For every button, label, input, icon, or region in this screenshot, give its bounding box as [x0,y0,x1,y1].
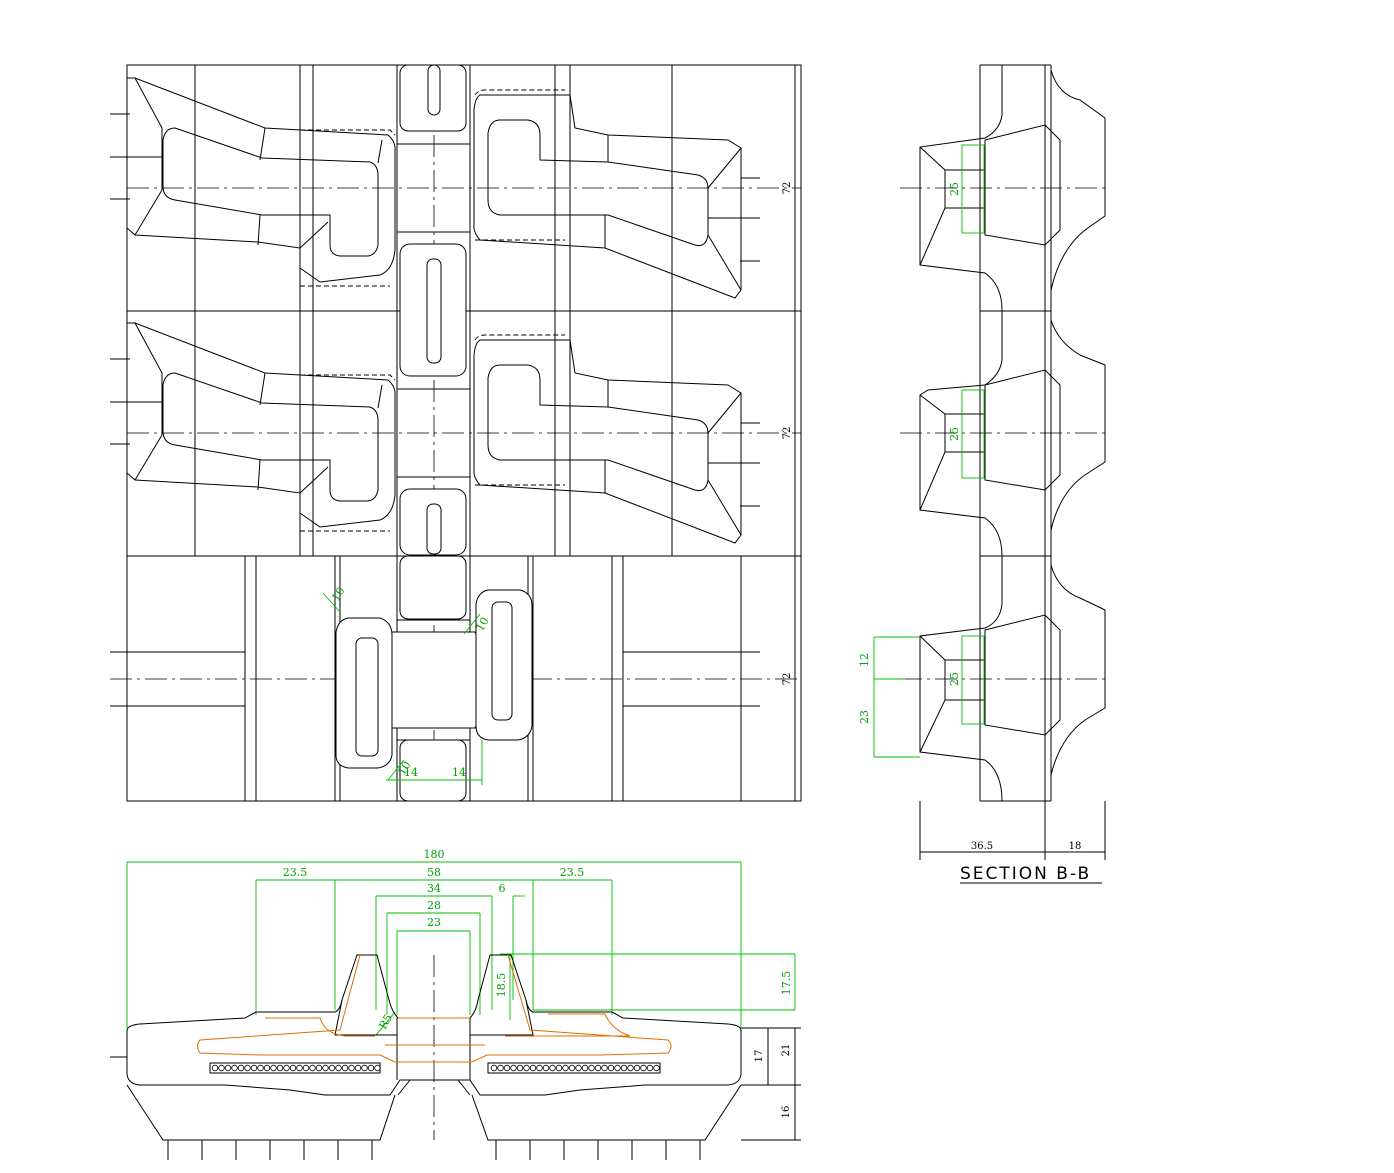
steel-cord [529,1064,537,1072]
guide-inner-23: 23 [427,916,441,929]
steel-cord [575,1064,582,1072]
steel-cord [588,1064,595,1072]
steel-cord [555,1064,563,1072]
steel-cord [503,1064,511,1072]
steel-cord [302,1064,310,1072]
dim-23: 23 [858,710,871,724]
steel-cord [536,1064,543,1072]
guide-height-3: 25 [948,672,961,686]
steel-cord [270,1064,277,1072]
steel-cord [607,1064,615,1072]
steel-cord [516,1064,524,1072]
guide-height-2: 25 [948,427,961,441]
radius-label-right: 10 [473,615,491,634]
steel-cord [354,1064,362,1072]
width-label-left: 14 [404,766,418,779]
steel-cord [374,1064,381,1072]
guide-height: 17.5 [780,971,793,996]
section-title: SECTION B-B [960,864,1091,884]
cross-section: 180 23.5 23.5 58 34 6 28 23 17.5 18.5 [110,848,801,1160]
steel-cord [581,1064,589,1072]
steel-cord [263,1064,271,1072]
steel-cord [322,1064,329,1072]
pitch-label-1: 72 [782,182,793,195]
steel-cord [653,1064,660,1072]
steel-cords-left [211,1064,381,1072]
dim-12: 12 [858,653,871,667]
steel-cord [218,1064,225,1072]
steel-cord [367,1064,375,1072]
body-17: 17 [754,1050,765,1063]
guide-height-1: 25 [948,182,961,196]
section-b-b: 25 25 25 12 23 36.5 18 SECTION B-B [858,64,1110,884]
steel-cord [361,1064,368,1072]
steel-cord [283,1064,290,1072]
guide-mid: 34 [427,882,441,895]
pitch-label-3: 72 [782,673,793,686]
lug-pair-2 [110,322,760,556]
steel-cord [341,1064,349,1072]
plan-view: 72 72 72 [110,64,802,802]
steel-cord [250,1064,258,1072]
steel-cord [523,1064,530,1072]
dim-36-5: 36.5 [971,841,993,852]
steel-cords-right [490,1064,660,1072]
guide-outer: 58 [427,866,441,879]
steel-cord [510,1064,517,1072]
steel-cord [601,1064,608,1072]
steel-cord [244,1064,251,1072]
dim-18: 18 [1069,841,1082,852]
steel-cord [237,1064,245,1072]
steel-cord [568,1064,576,1072]
steel-cord [276,1064,284,1072]
steel-cord [309,1064,316,1072]
guide-top: 6 [499,882,506,895]
steel-cord [348,1064,355,1072]
lug-16: 16 [781,1106,792,1119]
lug-pair-1 [110,64,760,377]
pitch-label-2: 72 [782,427,793,440]
steel-cord [627,1064,634,1072]
steel-cord [594,1064,602,1072]
steel-cord [224,1064,232,1072]
radius-label-left: 10 [329,585,347,604]
steel-cord [549,1064,556,1072]
steel-cord [335,1064,342,1072]
steel-cord [490,1064,498,1072]
overall-width: 180 [424,848,445,861]
steel-cord [328,1064,336,1072]
steel-cord [289,1064,297,1072]
steel-cord [257,1064,264,1072]
shoulder-left: 23.5 [283,866,308,879]
body-21: 21 [781,1044,792,1057]
steel-cord [296,1064,303,1072]
steel-cord [646,1064,654,1072]
steel-cord [315,1064,323,1072]
steel-cord [633,1064,641,1072]
steel-cord [497,1064,504,1072]
steel-cord [620,1064,628,1072]
steel-cord [614,1064,621,1072]
width-label-right: 14 [452,766,466,779]
steel-cord [231,1064,238,1072]
steel-cord [211,1064,219,1072]
guide-inner-height: 18.5 [495,973,508,998]
shoulder-right: 23.5 [560,866,585,879]
steel-cord [542,1064,550,1072]
steel-cord [640,1064,647,1072]
steel-cord [562,1064,569,1072]
radius-label-bottom: 10 [395,759,413,778]
guide-inner-28: 28 [427,899,441,912]
